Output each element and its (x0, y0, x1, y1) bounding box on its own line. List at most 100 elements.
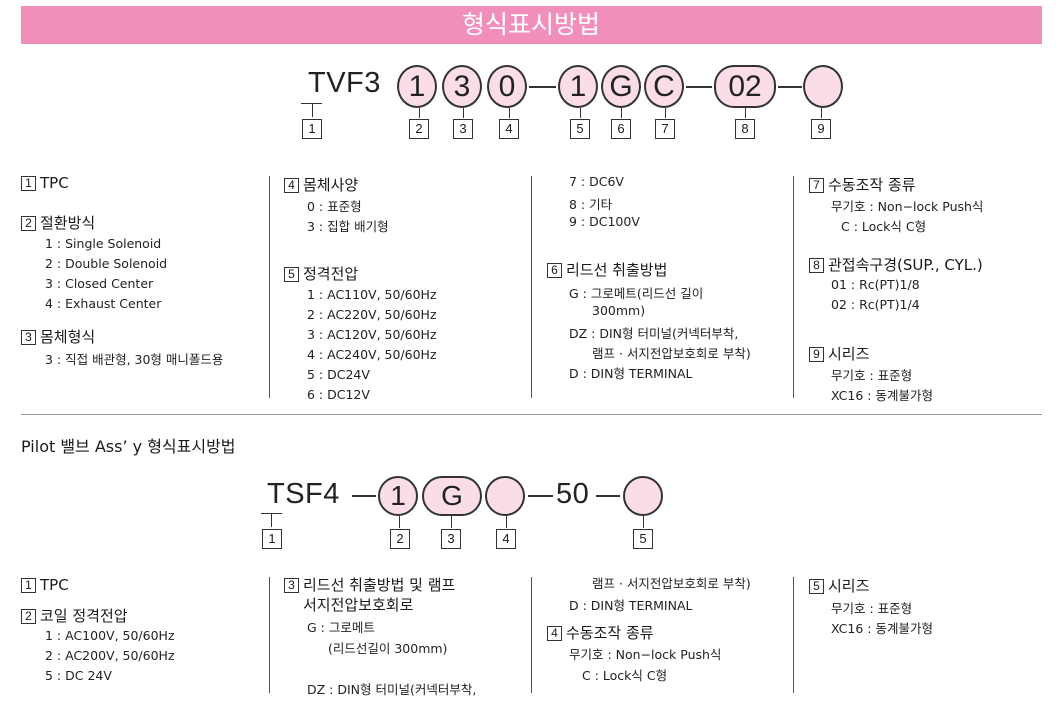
spec-item: 4 : Exhaust Center (45, 296, 162, 311)
spec-item: 램프 · 서지전압보호회로 부착) (592, 576, 751, 591)
spec-item: XC16 : 동계불가형 (831, 388, 933, 403)
column-divider (793, 176, 794, 398)
item-number-box: 5 (284, 267, 299, 282)
spec-item: 3 : 집합 배기형 (307, 219, 389, 234)
position-number-box: 3 (441, 529, 461, 549)
code-bubble-5: 1 (558, 65, 598, 108)
model-prefix-tvf3: TVF3 (308, 67, 381, 99)
spec-item: 2 : Double Solenoid (45, 256, 168, 271)
column-divider (793, 577, 794, 693)
code-dash (528, 495, 553, 497)
code-bubble-3: G (422, 476, 482, 516)
position-number-box: 4 (496, 529, 516, 549)
item-number-box: 2 (21, 609, 36, 624)
section-divider (21, 414, 1042, 415)
spec-item: D : DIN형 TERMINAL (569, 366, 693, 381)
item-number-box: 2 (21, 216, 36, 231)
position-number-box: 2 (409, 119, 429, 139)
spec-item: XC16 : 동계불가형 (831, 621, 933, 636)
spec-item: 무기호 : Non−lock Push식 (569, 647, 722, 662)
spec-item: 3 : Closed Center (45, 276, 154, 291)
connector-line (621, 108, 622, 118)
code-dash (686, 86, 712, 88)
spec-item: 3 : AC120V, 50/60Hz (307, 327, 437, 342)
connector-line (665, 108, 666, 118)
spec-item: DZ : DIN형 터미널(커넥터부착, (307, 682, 477, 697)
code-bubble-2: 1 (397, 65, 437, 108)
spec-item: 1 : AC110V, 50/60Hz (307, 287, 437, 302)
connector-line (463, 108, 464, 118)
position-number-box: 6 (611, 119, 631, 139)
pilot-section-title: Pilot 밸브 Ass’ y 형식표시방법 (21, 437, 236, 456)
item-number-box: 7 (809, 178, 824, 193)
column-divider (269, 577, 270, 693)
position-number-box: 7 (655, 119, 675, 139)
spec-item: G : 그로메트 (307, 620, 375, 635)
column-divider (269, 176, 270, 398)
model-prefix-tsf4: TSF4 (267, 478, 340, 510)
position-number-box: 5 (633, 529, 653, 549)
position-number-box: 8 (735, 119, 755, 139)
spec-item: 램프 · 서지전압보호회로 부착) (592, 346, 751, 361)
code-dash (596, 495, 620, 497)
prefix-underline (301, 103, 322, 104)
position-number-box: 9 (811, 119, 831, 139)
item-number-box: 6 (547, 263, 562, 278)
connector-line (643, 516, 644, 528)
item-number-box: 1 (21, 176, 36, 191)
code-bubble-8: 02 (714, 65, 776, 108)
spec-item: 7 : DC6V (569, 174, 624, 189)
code-fixed-50: 50 (556, 478, 590, 510)
code-bubble-7: C (644, 65, 684, 108)
spec-item: 9 : DC100V (569, 214, 640, 229)
spec-item: 2 : AC220V, 50/60Hz (307, 307, 437, 322)
connector-line (419, 108, 420, 118)
code-bubble-4 (485, 476, 525, 516)
code-bubble-3: 3 (442, 65, 482, 108)
spec-item: 02 : Rc(PT)1/4 (831, 297, 920, 312)
connector-line (506, 516, 507, 528)
column-divider (531, 577, 532, 693)
connector-line (580, 108, 581, 118)
spec-item: 300mm) (592, 303, 646, 318)
code-bubble-2: 1 (378, 476, 418, 516)
spec-item: D : DIN형 TERMINAL (569, 598, 693, 613)
column-divider (531, 176, 532, 398)
item-number-box: 4 (284, 178, 299, 193)
spec-item: 8 : 기타 (569, 197, 613, 212)
page-title: 형식표시방법 (461, 10, 600, 39)
spec-heading-lead-wire-lamp-line2: 서지전압보호회로 (303, 596, 414, 614)
position-number-box: 3 (453, 119, 473, 139)
connector-line (451, 516, 452, 528)
spec-item: 무기호 : 표준형 (831, 368, 913, 383)
spec-item: C : Lock식 C형 (582, 668, 668, 683)
spec-item: C : Lock식 C형 (841, 219, 927, 234)
spec-item: 1 : Single Solenoid (45, 236, 162, 251)
item-number-box: 1 (21, 578, 36, 593)
item-number-box: 5 (809, 579, 824, 594)
spec-item: 1 : AC100V, 50/60Hz (45, 628, 175, 643)
spec-item: 6 : DC12V (307, 387, 370, 402)
code-bubble-6: G (601, 65, 641, 108)
spec-item: DZ : DIN형 터미널(커넥터부착, (569, 326, 739, 341)
spec-item: 0 : 표준형 (307, 199, 362, 214)
spec-item: 2 : AC200V, 50/60Hz (45, 648, 175, 663)
connector-line (271, 513, 272, 527)
code-dash (352, 495, 376, 497)
code-bubble-4: 0 (487, 65, 527, 108)
spec-item: 무기호 : 표준형 (831, 601, 913, 616)
spec-item: 5 : DC24V (307, 367, 370, 382)
connector-line (399, 516, 400, 528)
position-number-box: 5 (570, 119, 590, 139)
spec-item: G : 그로메트(리드선 길이 (569, 286, 704, 301)
